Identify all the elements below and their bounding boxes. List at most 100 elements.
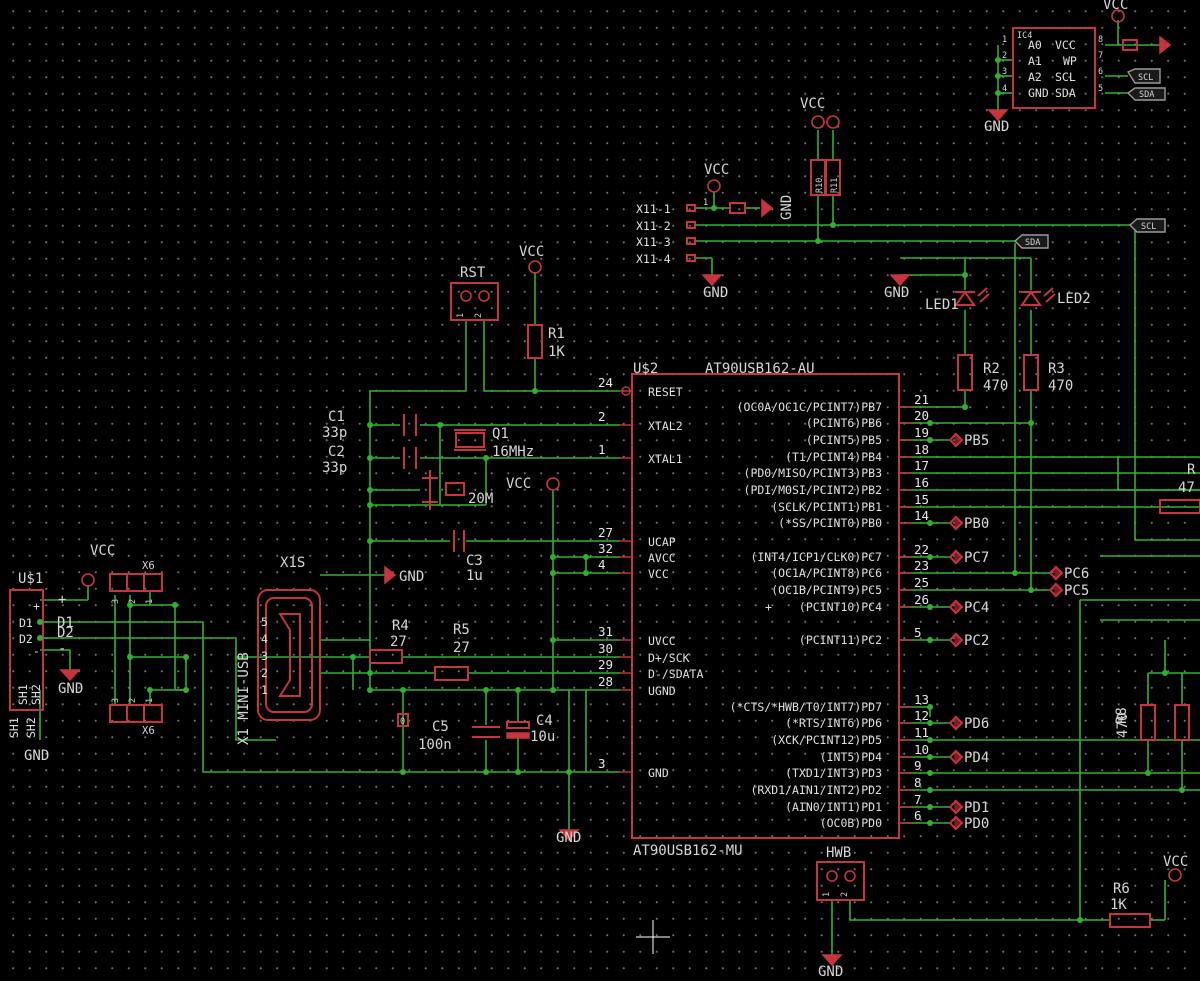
resistor-r10[interactable]: R10 xyxy=(810,159,826,196)
ic4-pin-4: 4 xyxy=(1002,84,1007,94)
resistor-r4[interactable]: R4 27 xyxy=(369,618,409,664)
vcc-label-pullups: VCC xyxy=(800,96,825,112)
resonator-20m[interactable]: 20M xyxy=(422,470,493,510)
chip-right-pin-number: 18 xyxy=(914,442,929,457)
capacitor-c3[interactable]: C3 1u xyxy=(453,530,483,584)
chip-left-pin-name: UCAP xyxy=(648,535,676,549)
chip-left-pin-number: 27 xyxy=(598,525,613,540)
ic4-pin-3: 3 xyxy=(1002,67,1007,77)
net-port-label: PD1 xyxy=(964,800,989,816)
net-port-arrow-icon xyxy=(954,749,963,765)
resistor-r7[interactable]: R 47 xyxy=(1159,462,1200,514)
r8-name: R8 xyxy=(1114,707,1130,724)
reset-inversion-bubble xyxy=(621,386,631,396)
ic4-wp: WP xyxy=(1063,54,1077,68)
header-hwb[interactable]: 1 2 HWB xyxy=(816,845,865,901)
resistor-r8[interactable]: R8 470 xyxy=(1114,704,1156,741)
chip-left-pin-name: RESET xyxy=(648,385,683,399)
signal-d1: D1 xyxy=(57,615,74,631)
r1-value: 1K xyxy=(548,344,565,360)
resistor-r2[interactable]: R2 470 xyxy=(957,354,1008,394)
chip-right-pin-number: 13 xyxy=(914,692,929,707)
capacitor-c4[interactable]: C4 10u xyxy=(506,713,555,745)
gnd-label-leds: GND xyxy=(884,285,909,301)
net-port-pd0[interactable]: PD0 xyxy=(948,815,989,832)
chip-right-pin-number: 17 xyxy=(914,458,929,473)
ic4-pin-8: 8 xyxy=(1098,35,1103,45)
chip-right-pin-name: (PD0/MISO/PCINT3)PB3 xyxy=(744,466,883,480)
net-port-pc7[interactable]: PC7 xyxy=(948,549,989,566)
connector-x11[interactable]: X11-1 X11-2 X11-3 X11-4 1 xyxy=(636,198,746,266)
us1-sh1-ext: SH1 xyxy=(7,717,21,738)
x6-bot-pin-1: 1 xyxy=(145,698,155,703)
ic4-pin-5: 5 xyxy=(1098,84,1103,94)
x6-top-pin-3: 3 xyxy=(111,599,121,604)
scl-tag-ic4: SCL xyxy=(1138,73,1153,83)
net-port-label: PC2 xyxy=(964,633,989,649)
resistor-r6[interactable]: R6 1K xyxy=(1109,881,1151,928)
net-port-pb5[interactable]: PB5 xyxy=(948,432,989,449)
chip-right-pin-number: 22 xyxy=(914,542,929,557)
junction-dot xyxy=(127,654,133,660)
usb-connector-x1[interactable]: 5 4 3 2 1 X1S X1 MINI-USB xyxy=(236,555,321,745)
resistor-r3[interactable]: R3 470 xyxy=(1023,354,1073,394)
chip-left-pin-name: XTAL1 xyxy=(648,452,683,466)
net-port-pd6[interactable]: PD6 xyxy=(948,715,989,732)
connector-us1[interactable]: U$1 + D1 D2 - SH1 SH2 SH1 SH2 D1 D2 + - xyxy=(7,571,74,738)
net-port-pb0[interactable]: PB0 xyxy=(948,515,989,532)
crystal-q1[interactable]: Q1 16MHz xyxy=(454,426,534,460)
junction-dot xyxy=(127,602,133,608)
net-port-pc4[interactable]: PC4 xyxy=(948,599,989,616)
gnd-label-shield: GND xyxy=(24,748,49,764)
net-port-pd1[interactable]: PD1 xyxy=(948,799,989,816)
gnd-label-x11: GND xyxy=(703,285,728,301)
q1-name: Q1 xyxy=(492,426,509,442)
chip-right-pin-name: (RXD1/AIN1/INT2)PD2 xyxy=(750,783,882,797)
resistor-r11[interactable]: R11 xyxy=(825,159,841,196)
resistor-r1[interactable]: R1 1K xyxy=(527,324,565,360)
eeprom-ic4[interactable]: IC4 A0 A1 A2 GND VCC WP SCL SDA 1 2 3 4 … xyxy=(1002,27,1138,109)
net-port-pc5[interactable]: PC5 xyxy=(1048,582,1089,599)
chip-left-pin-number: 32 xyxy=(598,541,613,556)
usb-pin-1: 1 xyxy=(261,683,268,697)
usb-pin-3: 3 xyxy=(261,649,268,663)
chip-right-pin-name: (*RTS/INT6)PD6 xyxy=(785,716,882,730)
us1-pin-sh2: SH2 xyxy=(29,684,43,705)
x1s-label: X1S xyxy=(280,555,305,571)
junction-dot xyxy=(927,704,933,710)
capacitor-c1[interactable]: C1 33p xyxy=(322,409,417,441)
net-port-arrow-icon xyxy=(954,515,963,531)
led2[interactable]: LED2 xyxy=(1020,287,1091,307)
x6-bot-pin-2: 2 xyxy=(128,698,138,703)
chip-right-pin-name: (PCINT6)PB6 xyxy=(806,416,882,430)
chip-left-pin-name: UGND xyxy=(648,684,676,698)
junction-dot xyxy=(1028,587,1034,593)
chip-left-pin-number: 1 xyxy=(598,442,606,457)
r11-label: R11 xyxy=(830,178,840,193)
rst-header[interactable]: 1 2 RST xyxy=(450,265,499,321)
ic4-pin-2: 2 xyxy=(1002,51,1007,61)
junction-dot xyxy=(483,455,489,461)
gnd-label-us1: GND xyxy=(58,681,83,697)
gnd-symbols: GND GND GND GND GND GND GND GND GND xyxy=(24,35,1172,980)
junctions xyxy=(37,57,1185,923)
net-port-pc2[interactable]: PC2 xyxy=(948,632,989,649)
capacitor-c2[interactable]: C2 33p xyxy=(322,444,417,476)
junction-dot xyxy=(1179,787,1185,793)
header-x6[interactable]: X6 X6 3 2 1 3 2 1 xyxy=(109,560,163,737)
chip-value-bottom: AT90USB162-MU xyxy=(633,843,743,859)
chip-u2[interactable]: U$2 AT90USB162-AU AT90USB162-MU 24RESET2… xyxy=(598,361,929,859)
capacitor-small[interactable]: 0 xyxy=(397,713,409,727)
net-port-pd4[interactable]: PD4 xyxy=(948,749,989,766)
chip-right-pin-number: 6 xyxy=(914,808,922,823)
gnd-label-hwb: GND xyxy=(818,964,843,980)
junction-dot xyxy=(367,687,373,693)
resistor-r5[interactable]: R5 27 xyxy=(434,622,470,681)
bus-tags[interactable]: SCL SDA SCL SDA xyxy=(1013,68,1166,249)
capacitor-c5[interactable]: C5 100n xyxy=(418,719,500,753)
resistor-r9[interactable] xyxy=(1174,704,1190,741)
net-port-pc6[interactable]: PC6 xyxy=(1048,565,1089,582)
r4-name: R4 xyxy=(392,618,409,634)
led1[interactable]: LED1 xyxy=(925,287,990,313)
